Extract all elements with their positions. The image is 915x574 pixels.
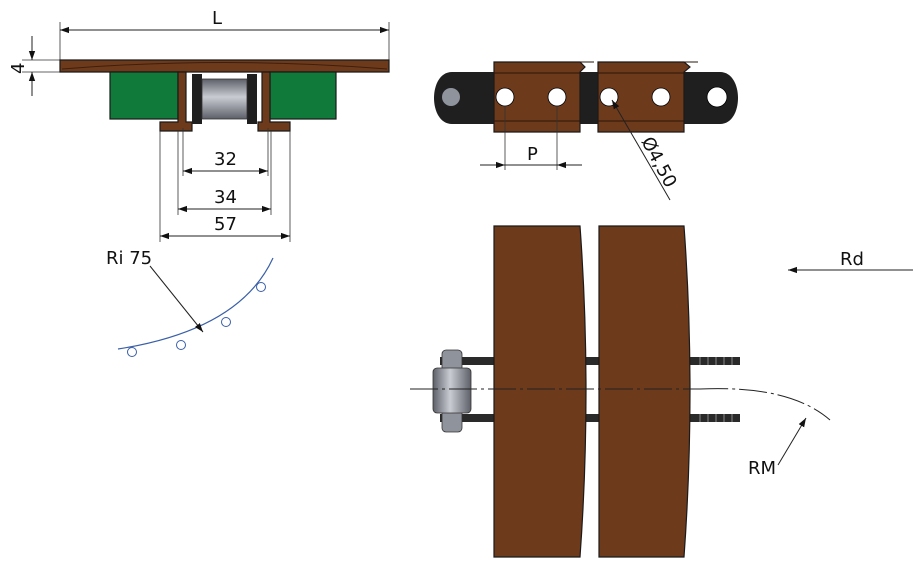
pin-hole (651, 87, 671, 107)
pin-hole (495, 87, 515, 107)
guide-curve (117, 257, 274, 350)
front-view: L 4 32 34 57 (8, 8, 390, 242)
link-plate-right (247, 74, 257, 124)
top-plate-left (493, 225, 587, 558)
dim-inner-radius-label: Ri 75 (106, 248, 152, 269)
bracket-left (159, 71, 193, 132)
guide-radius-view: Ri 75 (106, 248, 274, 357)
top-view: Rd RM (410, 225, 913, 558)
guide-roller (256, 282, 266, 292)
roller-top (432, 367, 472, 414)
roller-front (201, 78, 248, 120)
pin-hole (599, 87, 619, 107)
guide-roller (127, 347, 137, 357)
dim-mid-width-label: 34 (214, 187, 237, 208)
dim-outer-width-label: 57 (214, 214, 237, 235)
chain-link-body (434, 72, 738, 124)
wear-strip-right (269, 71, 337, 120)
guide-roller (176, 340, 186, 350)
link-plate-left (192, 74, 202, 124)
side-view: P Ø4,50 (434, 61, 738, 201)
dim-inner-width-label: 32 (214, 149, 237, 170)
dim-hole-diameter-label: Ø4,50 (637, 133, 681, 191)
dim-length-label: L (212, 8, 222, 29)
top-plate (59, 59, 390, 73)
dim-pitch-label: P (527, 144, 538, 165)
pin-hole (547, 87, 567, 107)
top-plate-right (598, 225, 691, 558)
dim-thickness-label: 4 (8, 63, 29, 74)
dim-radius-min-label: RM (748, 458, 776, 479)
direction-label: Rd (840, 249, 864, 270)
wear-strip-left (109, 71, 179, 120)
guide-roller (221, 317, 231, 327)
